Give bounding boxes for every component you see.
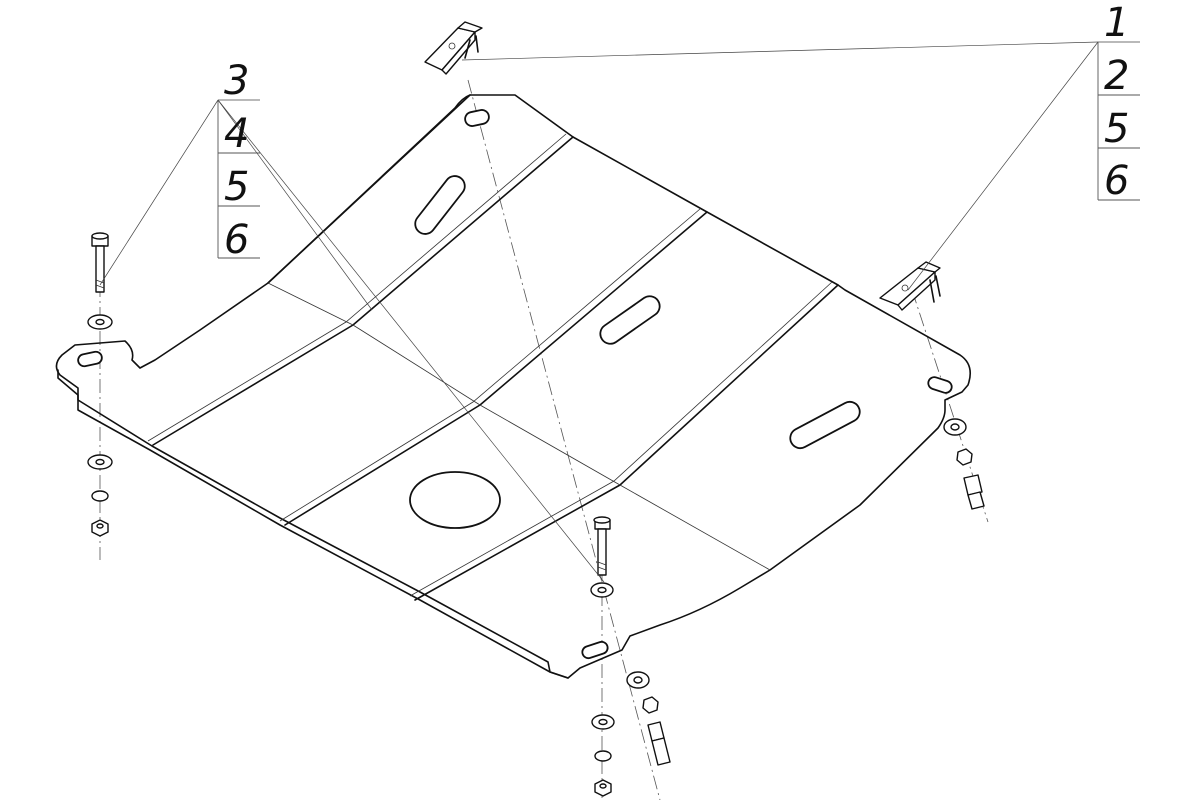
fastener-stack-center: [590, 516, 615, 797]
lock-washer: [91, 490, 109, 502]
callout-label: 1: [1104, 0, 1129, 46]
callout-label: 3: [224, 58, 249, 104]
washer: [590, 582, 614, 598]
bolt: [593, 516, 611, 576]
plate-outline: [55, 94, 971, 679]
callout-label: 5: [224, 164, 249, 210]
fastener-stack-right: [943, 418, 985, 510]
lock-washer: [956, 448, 973, 466]
callout-left: 3 4 5 6: [99, 58, 605, 583]
washer: [87, 314, 113, 330]
slot-hole: [464, 109, 490, 127]
nut: [594, 779, 612, 797]
rib-2: [279, 208, 708, 526]
slot-hole: [789, 400, 861, 450]
rib-1: [147, 133, 574, 446]
washer: [87, 454, 113, 470]
slot-hole: [581, 640, 609, 660]
drain-hole: [409, 471, 501, 529]
bolt: [647, 721, 671, 766]
bolt: [963, 474, 985, 510]
washer: [591, 714, 615, 730]
bolt: [91, 232, 109, 293]
bracket-right: [879, 261, 941, 311]
bracket-top: [424, 21, 483, 75]
callout-label: 6: [224, 217, 249, 263]
lock-washer: [594, 750, 612, 762]
fastener-stack-front: [626, 671, 671, 766]
skid-plate: [55, 94, 971, 679]
nut: [642, 696, 659, 714]
slot-hole: [599, 295, 661, 345]
slot-hole: [927, 376, 953, 394]
callout-label: 5: [1104, 106, 1129, 152]
callout-label: 6: [1104, 158, 1129, 204]
washer: [626, 671, 650, 689]
washer: [943, 418, 967, 436]
callout-label: 4: [224, 111, 249, 157]
slot-hole: [414, 175, 466, 235]
callout-right: 1 2 5 6: [461, 0, 1140, 291]
slot-hole: [77, 350, 103, 368]
fastener-stack-left: [87, 232, 113, 537]
nut: [91, 519, 109, 537]
callout-label: 2: [1104, 53, 1129, 99]
